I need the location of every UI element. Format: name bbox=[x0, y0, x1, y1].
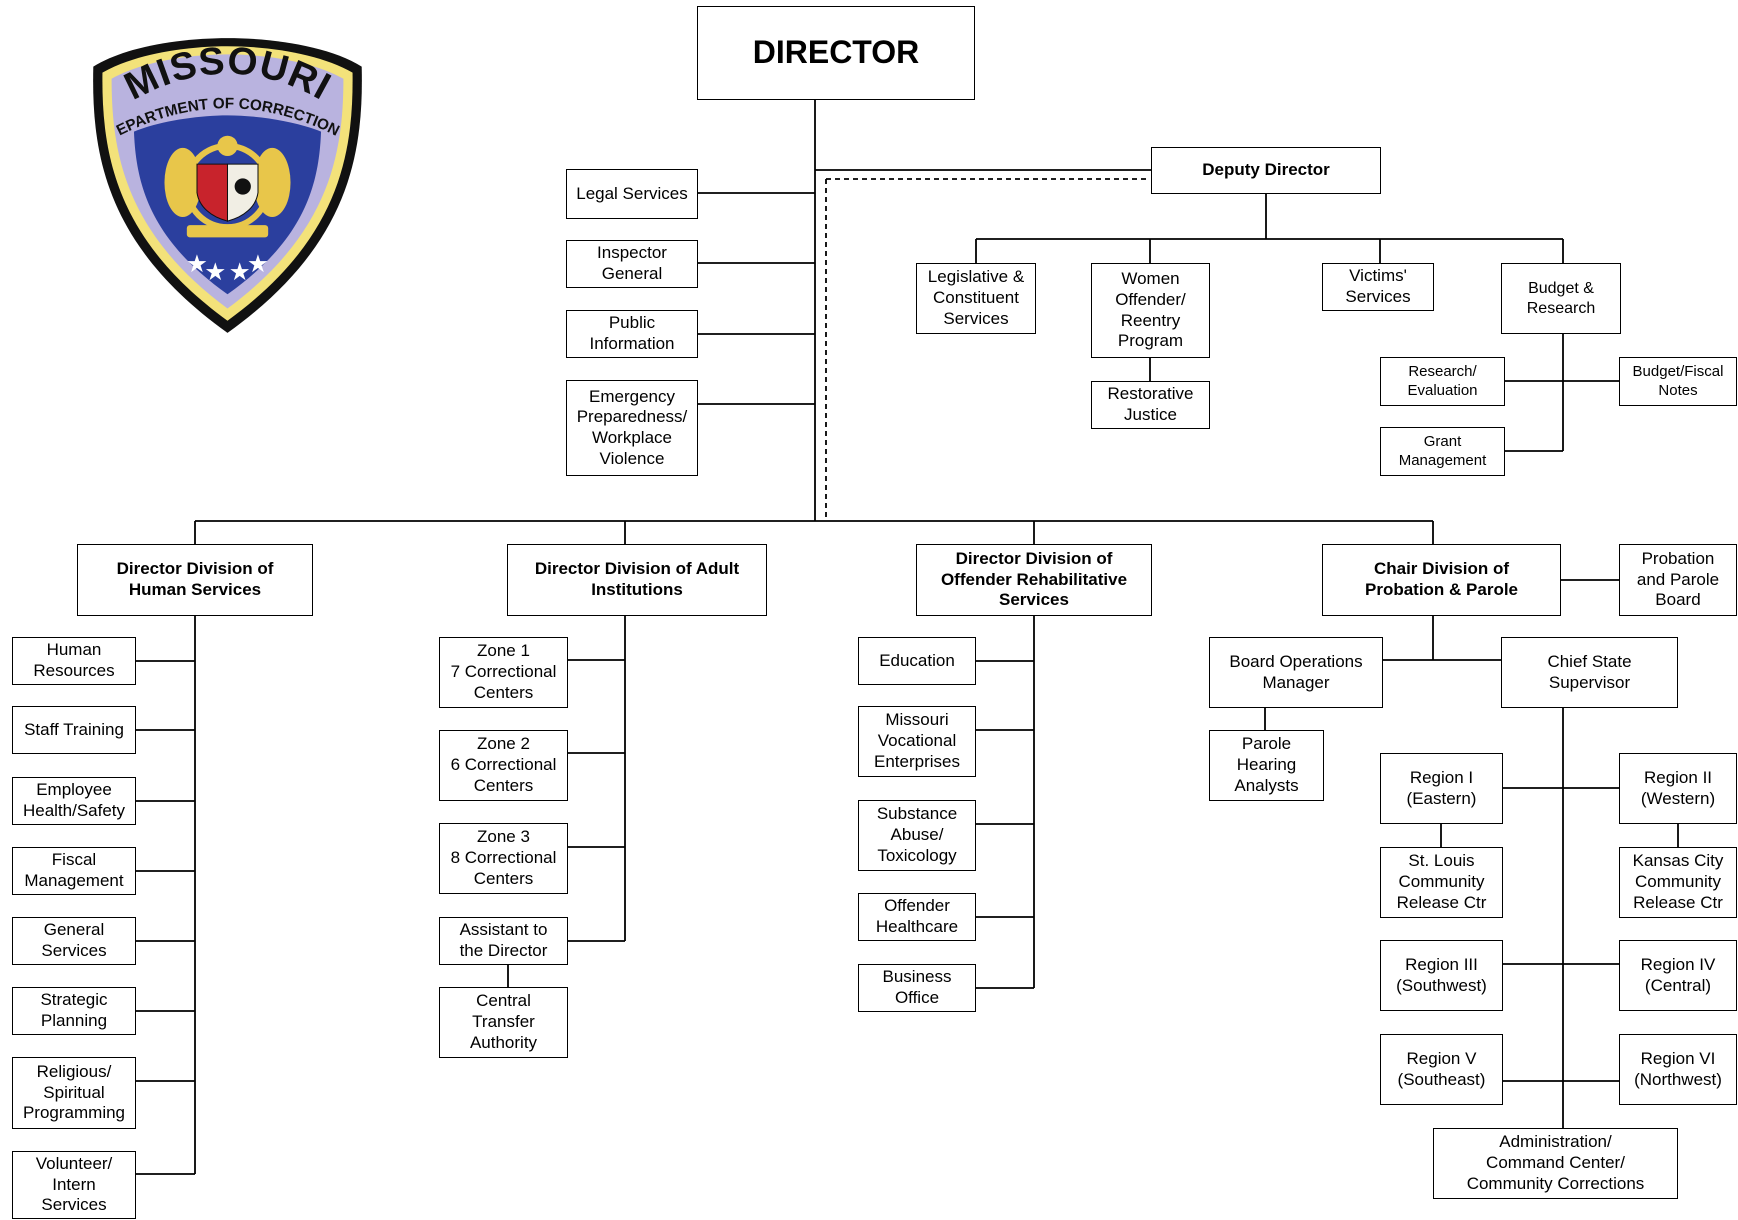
division-probation-parole-box: Chair Division of Probation & Parole bbox=[1322, 544, 1561, 616]
staff-training-box: Staff Training bbox=[12, 706, 136, 754]
deputy-director-box: Deputy Director bbox=[1151, 147, 1381, 194]
business-office-box: Business Office bbox=[858, 964, 976, 1012]
religious-spiritual-programming-box: Religious/ Spiritual Programming bbox=[12, 1057, 136, 1129]
offender-healthcare-box: Offender Healthcare bbox=[858, 893, 976, 941]
emergency-preparedness-box: Emergency Preparedness/ Workplace Violen… bbox=[566, 380, 698, 476]
parole-hearing-analysts-box: Parole Hearing Analysts bbox=[1209, 730, 1324, 801]
region-1-box: Region I (Eastern) bbox=[1380, 753, 1503, 824]
seal-eagle bbox=[234, 178, 251, 195]
zone-3-box: Zone 3 8 Correctional Centers bbox=[439, 823, 568, 894]
chief-state-supervisor-box: Chief State Supervisor bbox=[1501, 637, 1678, 708]
budget-research-box: Budget & Research bbox=[1501, 263, 1621, 334]
division-rehabilitative-services-box: Director Division of Offender Rehabilita… bbox=[916, 544, 1152, 616]
strategic-planning-box: Strategic Planning bbox=[12, 987, 136, 1035]
state-seal-icon bbox=[164, 135, 291, 238]
board-operations-manager-box: Board Operations Manager bbox=[1209, 637, 1383, 708]
kansas-city-release-center-box: Kansas City Community Release Ctr bbox=[1619, 847, 1737, 918]
seal-helmet bbox=[217, 135, 238, 157]
fiscal-management-box: Fiscal Management bbox=[12, 847, 136, 895]
central-transfer-authority-box: Central Transfer Authority bbox=[439, 987, 568, 1058]
st-louis-release-center-box: St. Louis Community Release Ctr bbox=[1380, 847, 1503, 918]
restorative-justice-box: Restorative Justice bbox=[1091, 381, 1210, 429]
zone-1-box: Zone 1 7 Correctional Centers bbox=[439, 637, 568, 708]
director-box: DIRECTOR bbox=[697, 6, 975, 100]
inspector-general-box: Inspector General bbox=[566, 240, 698, 288]
zone-2-box: Zone 2 6 Correctional Centers bbox=[439, 730, 568, 801]
star-icon: ★ bbox=[186, 249, 208, 278]
region-2-box: Region II (Western) bbox=[1619, 753, 1737, 824]
badge-stars: ★ ★ ★ ★ bbox=[186, 249, 269, 286]
education-box: Education bbox=[858, 637, 976, 685]
probation-parole-board-box: Probation and Parole Board bbox=[1619, 544, 1737, 616]
missouri-vocational-enterprises-box: Missouri Vocational Enterprises bbox=[858, 706, 976, 777]
star-icon: ★ bbox=[247, 249, 269, 278]
women-offender-reentry-box: Women Offender/ Reentry Program bbox=[1091, 263, 1210, 358]
victims-services-box: Victims' Services bbox=[1322, 263, 1434, 311]
seal-scroll bbox=[186, 225, 269, 238]
legislative-constituent-box: Legislative & Constituent Services bbox=[916, 263, 1036, 334]
region-4-box: Region IV (Central) bbox=[1619, 940, 1737, 1011]
region-6-box: Region VI (Northwest) bbox=[1619, 1034, 1737, 1105]
division-adult-institutions-box: Director Division of Adult Institutions bbox=[507, 544, 767, 616]
administration-command-center-box: Administration/ Command Center/ Communit… bbox=[1433, 1128, 1678, 1199]
research-evaluation-box: Research/ Evaluation bbox=[1380, 357, 1505, 406]
volunteer-intern-services-box: Volunteer/ Intern Services bbox=[12, 1151, 136, 1219]
region-5-box: Region V (Southeast) bbox=[1380, 1034, 1503, 1105]
human-resources-box: Human Resources bbox=[12, 637, 136, 685]
general-services-box: General Services bbox=[12, 917, 136, 965]
region-3-box: Region III (Southwest) bbox=[1380, 940, 1503, 1011]
budget-fiscal-notes-box: Budget/Fiscal Notes bbox=[1619, 357, 1737, 406]
assistant-to-director-box: Assistant to the Director bbox=[439, 917, 568, 965]
legal-services-box: Legal Services bbox=[566, 169, 698, 219]
public-information-box: Public Information bbox=[566, 310, 698, 358]
grant-management-box: Grant Management bbox=[1380, 427, 1505, 476]
missouri-corrections-badge-icon: MISSOURI DEPARTMENT OF CORRECTIONS ★ ★ ★… bbox=[85, 32, 362, 333]
star-icon: ★ bbox=[204, 257, 226, 286]
substance-abuse-toxicology-box: Substance Abuse/ Toxicology bbox=[858, 800, 976, 871]
employee-health-safety-box: Employee Health/Safety bbox=[12, 777, 136, 825]
division-human-services-box: Director Division of Human Services bbox=[77, 544, 313, 616]
star-icon: ★ bbox=[229, 257, 251, 286]
